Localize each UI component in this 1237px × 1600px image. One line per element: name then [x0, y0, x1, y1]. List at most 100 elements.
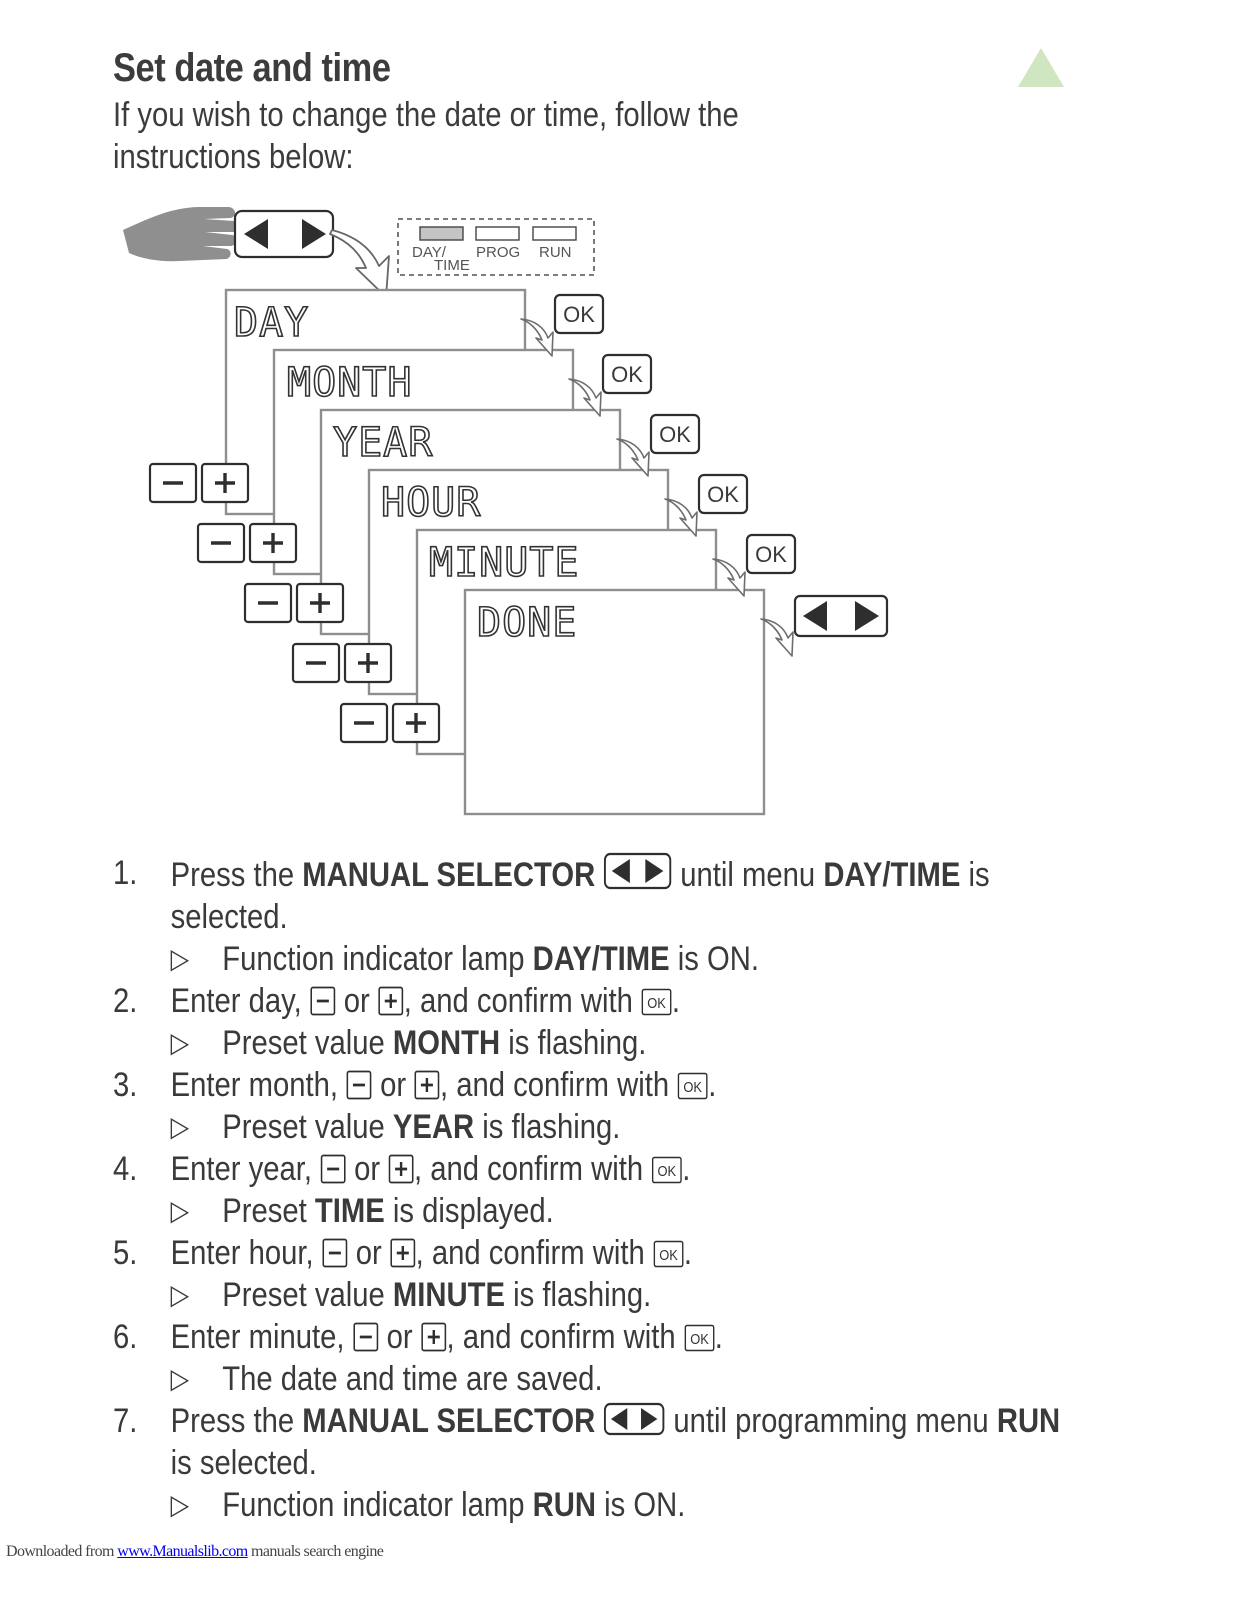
minus-plus-keys-hour: [291, 642, 393, 684]
screen-label: DONE: [477, 600, 577, 646]
result-marker-icon: ▷: [170, 1363, 190, 1394]
step-text: Press the MANUAL SELECTOR until programm…: [170, 1402, 1061, 1440]
steps-list: 1. Press the MANUAL SELECTOR until menu …: [113, 852, 1223, 1526]
step-result: ▷Function indicator lamp RUN is ON.: [170, 1486, 686, 1524]
plus-key-icon: [378, 986, 404, 1016]
screen-label: DAY: [234, 300, 309, 346]
result-marker-icon: ▷: [170, 1489, 190, 1520]
screen-label: MONTH: [287, 360, 412, 406]
next-page-triangle-icon[interactable]: [1018, 48, 1064, 88]
list-item: 3. Enter month, or , and confirm with OK…: [113, 1064, 1223, 1106]
curved-arrow-icon: [329, 229, 390, 298]
screen-label: YEAR: [333, 420, 433, 466]
result-marker-icon: ▷: [170, 1027, 190, 1058]
left-right-selector-icon: [604, 852, 672, 890]
step-text-continued: selected.: [170, 898, 288, 936]
minus-key-icon: [353, 1322, 378, 1352]
svg-text:OK: OK: [690, 1330, 709, 1347]
plus-key-icon: [388, 1154, 414, 1184]
step-text: Enter day, or , and confirm with OK.: [170, 982, 681, 1020]
ok-key-icon: OK: [677, 1072, 708, 1100]
procedure-diagram: .frame { fill:#fff; stroke:#8e8e8e; stro…: [123, 207, 889, 816]
result-marker-icon: ▷: [170, 943, 190, 974]
footer: Downloaded from www.Manualslib.com manua…: [6, 1543, 384, 1560]
list-item: 1. Press the MANUAL SELECTOR until menu …: [113, 852, 1223, 896]
minus-plus-keys-minute: [339, 702, 441, 744]
manualslib-link[interactable]: www.Manualslib.com: [117, 1543, 248, 1560]
step-result: ▷Preset value MINUTE is flashing.: [170, 1276, 652, 1314]
step-number: 3.: [113, 1066, 138, 1104]
ok-key-icon[interactable]: OK: [649, 413, 701, 455]
step-text: Enter year, or , and confirm with OK.: [170, 1150, 691, 1188]
result-marker-icon: ▷: [170, 1279, 190, 1310]
minus-key-icon: [310, 986, 336, 1016]
screen-label: MINUTE: [429, 540, 580, 586]
svg-text:OK: OK: [659, 422, 691, 447]
lamp-run: [532, 226, 577, 241]
svg-text:OK: OK: [611, 362, 643, 387]
result-marker-icon: ▷: [170, 1111, 190, 1142]
svg-text:OK: OK: [657, 1162, 676, 1179]
step-number: 2.: [113, 982, 138, 1020]
ok-key-icon: OK: [651, 1156, 682, 1184]
step-number: 1.: [113, 854, 138, 892]
minus-plus-keys-year: [243, 582, 345, 624]
page-title: Set date and time: [113, 46, 391, 90]
hand-pointer-icon: [123, 207, 239, 262]
intro-text: If you wish to change the date or time, …: [113, 96, 739, 176]
minus-plus-keys-day: [148, 462, 250, 504]
svg-text:OK: OK: [755, 542, 787, 567]
lamp-label: RUN: [539, 244, 572, 261]
screen-done: DONE: [463, 588, 766, 816]
step-result: ▷Preset value MONTH is flashing.: [170, 1024, 647, 1062]
minus-key-icon: [346, 1070, 372, 1100]
ok-key-icon[interactable]: OK: [601, 353, 653, 395]
step-number: 4.: [113, 1150, 138, 1188]
svg-text:OK: OK: [707, 482, 739, 507]
ok-key-icon: OK: [641, 988, 672, 1016]
left-right-selector-icon: [604, 1402, 665, 1436]
lamp-prog: [475, 226, 520, 241]
lamp-label: TIME: [434, 257, 470, 274]
step-text: Enter minute, or , and confirm with OK.: [170, 1318, 723, 1356]
list-item: 5. Enter hour, or , and confirm with OK.: [113, 1232, 1223, 1274]
lamp-label: DAY/: [412, 244, 447, 261]
step-result: ▷Preset value YEAR is flashing.: [170, 1108, 621, 1146]
lamp-day-time: [419, 226, 464, 241]
ok-key-icon[interactable]: OK: [553, 293, 605, 335]
step-text: Enter hour, or , and confirm with OK.: [170, 1234, 692, 1272]
step-number: 5.: [113, 1234, 138, 1272]
svg-text:OK: OK: [647, 994, 666, 1011]
svg-text:OK: OK: [683, 1078, 702, 1095]
function-indicator-lamps: DAY/ TIME PROG RUN: [397, 218, 595, 276]
minus-plus-keys-month: [196, 522, 298, 564]
left-right-selector-icon[interactable]: [793, 594, 889, 638]
plus-key-icon: [390, 1238, 416, 1268]
step-result: ▷Function indicator lamp DAY/TIME is ON.: [170, 940, 760, 978]
step-text-continued: is selected.: [170, 1444, 317, 1482]
list-item: 7. Press the MANUAL SELECTOR until progr…: [113, 1400, 1223, 1442]
step-text: Enter month, or , and confirm with OK.: [170, 1066, 717, 1104]
step-number: 6.: [113, 1318, 138, 1356]
svg-text:OK: OK: [563, 302, 595, 327]
ok-key-icon[interactable]: OK: [745, 533, 797, 575]
step-result: ▷Preset TIME is displayed.: [170, 1192, 554, 1230]
step-number: 7.: [113, 1402, 138, 1440]
result-marker-icon: ▷: [170, 1195, 190, 1226]
svg-text:OK: OK: [659, 1246, 678, 1263]
step-text: Press the MANUAL SELECTOR until menu DAY…: [171, 852, 990, 896]
plus-key-icon: [421, 1322, 446, 1352]
minus-key-icon: [322, 1238, 348, 1268]
step-result: ▷The date and time are saved.: [170, 1360, 603, 1398]
list-item: 6. Enter minute, or , and confirm with O…: [113, 1316, 1223, 1358]
plus-key-icon: [414, 1070, 440, 1100]
list-item: 2. Enter day, or , and confirm with OK.: [113, 980, 1223, 1022]
curved-arrow-icon: [760, 618, 794, 657]
left-right-selector-icon[interactable]: [233, 209, 335, 259]
list-item: 4. Enter year, or , and confirm with OK.: [113, 1148, 1223, 1190]
ok-key-icon[interactable]: OK: [697, 473, 749, 515]
ok-key-icon: OK: [653, 1240, 684, 1268]
ok-key-icon: OK: [684, 1324, 715, 1352]
lamp-label: PROG: [476, 244, 520, 261]
screen-label: HOUR: [381, 480, 481, 526]
